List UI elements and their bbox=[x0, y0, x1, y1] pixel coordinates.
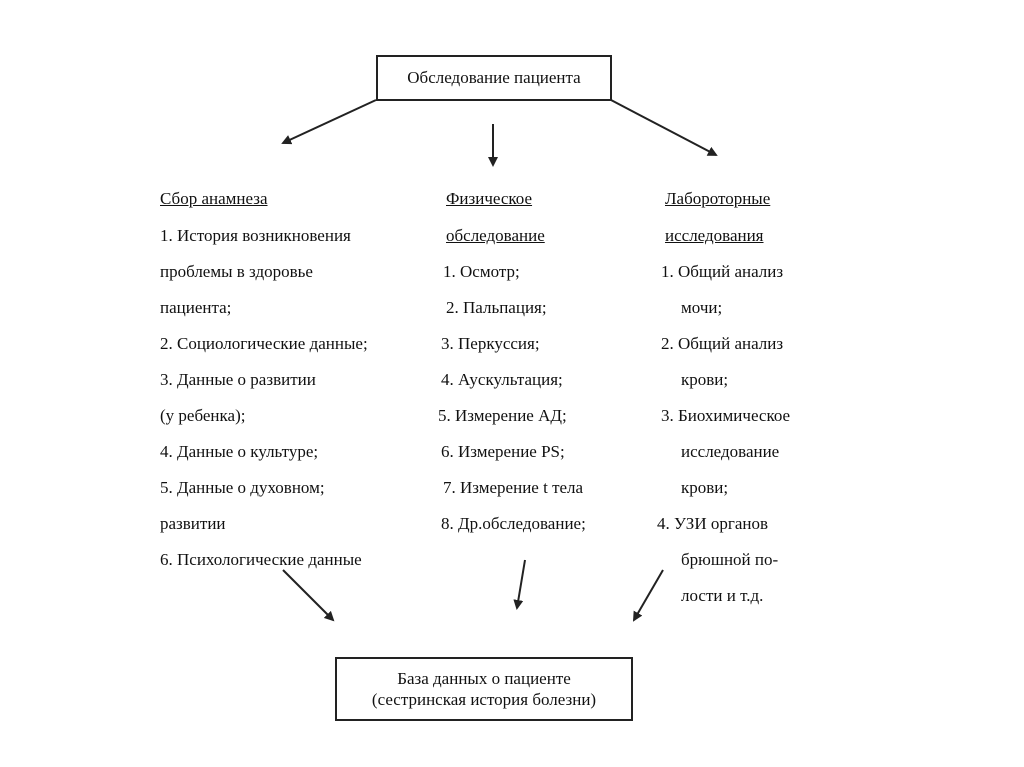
arrow-top-to-lab bbox=[610, 99, 718, 156]
patient-database-title: База данных о пациенте bbox=[397, 669, 571, 688]
arrow-lab-to-db bbox=[632, 569, 664, 622]
arrow-top-to-anamnesis bbox=[281, 99, 377, 145]
physical-exam-item: 8. Др.обследование; bbox=[441, 514, 586, 533]
anamnesis-heading: Сбор анамнеза bbox=[160, 189, 268, 208]
lab-tests-item: 4. УЗИ органов bbox=[657, 514, 768, 533]
physical-exam-heading: Физическое bbox=[446, 189, 533, 208]
arrow-physical-to-db bbox=[513, 559, 526, 610]
arrow-anamnesis-to-db bbox=[282, 569, 335, 622]
physical-exam-item: 5. Измерение АД; bbox=[438, 406, 567, 425]
physical-exam-item: 6. Измерение PS; bbox=[441, 442, 565, 461]
physical-exam-item: 3. Перкуссия; bbox=[441, 334, 540, 353]
patient-database-subtitle: (сестринская история болезни) bbox=[371, 690, 597, 709]
patient-database-box: База данных о пациенте (сестринская исто… bbox=[335, 657, 633, 721]
anamnesis-item: 3. Данные о развитии bbox=[160, 370, 316, 389]
anamnesis-item: проблемы в здоровье bbox=[160, 262, 313, 281]
lab-tests-item: мочи; bbox=[681, 298, 723, 317]
anamnesis-item: 4. Данные о культуре; bbox=[160, 442, 319, 461]
lab-tests-item: 2. Общий анализ bbox=[661, 334, 784, 353]
lab-tests-heading: исследования bbox=[665, 226, 764, 245]
patient-examination-label: Обследование пациента bbox=[407, 68, 581, 87]
anamnesis-item: 5. Данные о духовном; bbox=[160, 478, 325, 497]
physical-exam-item: 4. Аускультация; bbox=[441, 370, 563, 389]
anamnesis-item: пациента; bbox=[160, 298, 232, 317]
lab-tests-item: крови; bbox=[681, 370, 729, 389]
lab-tests-item: 1. Общий анализ bbox=[661, 262, 784, 281]
anamnesis-item: 6. Психологические данные bbox=[160, 550, 362, 569]
lab-tests-item: крови; bbox=[681, 478, 729, 497]
lab-tests-item: брюшной по- bbox=[681, 550, 779, 569]
lab-tests-item: исследование bbox=[681, 442, 780, 461]
anamnesis-item: 2. Социологические данные; bbox=[160, 334, 368, 353]
anamnesis-item: развитии bbox=[160, 514, 226, 533]
anamnesis-item: 1. История возникновения bbox=[160, 226, 351, 245]
anamnesis-item: (у ребенка); bbox=[160, 406, 246, 425]
lab-tests-item: 3. Биохимическое bbox=[661, 406, 791, 425]
lab-tests-heading: Лабороторные bbox=[665, 189, 771, 208]
physical-exam-item: 1. Осмотр; bbox=[443, 262, 520, 281]
physical-exam-item: 7. Измерение t тела bbox=[443, 478, 584, 497]
physical-exam-heading: обследование bbox=[446, 226, 545, 245]
patient-examination-box: Обследование пациента bbox=[376, 55, 612, 101]
physical-exam-item: 2. Пальпация; bbox=[446, 298, 547, 317]
lab-tests-item: лости и т.д. bbox=[681, 586, 764, 605]
